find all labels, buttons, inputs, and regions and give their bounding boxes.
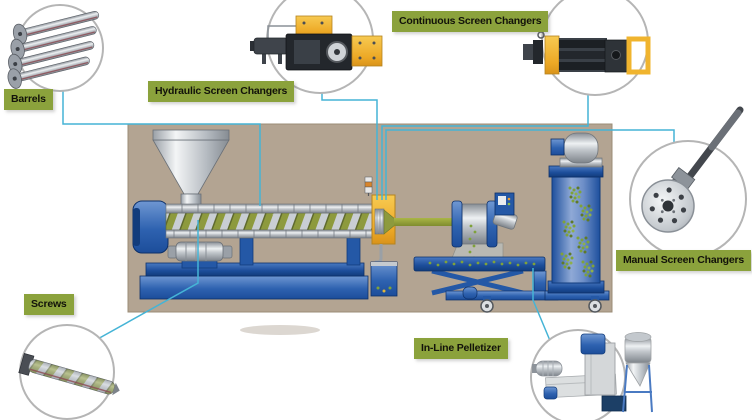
label-continuous[interactable]: Continuous Screen Changers xyxy=(392,11,549,32)
hydraulic-screen-changer-photo xyxy=(250,15,383,71)
barrel-support-leg xyxy=(346,237,361,266)
manual-screen-changer-photo xyxy=(641,106,744,233)
pelletizer-cutter xyxy=(451,192,518,260)
tank-motor xyxy=(563,132,599,164)
hydraulic-connector xyxy=(321,93,378,200)
cyclone xyxy=(622,332,653,413)
screw-inside-barrel xyxy=(165,212,375,231)
label-manual[interactable]: Manual Screen Changers xyxy=(616,250,752,271)
barrels-connector xyxy=(62,91,261,206)
gear-reducer xyxy=(167,241,233,269)
panel-shadow xyxy=(240,325,320,335)
label-hydraulic[interactable]: Hydraulic Screen Changers xyxy=(148,81,295,102)
melt-strand xyxy=(394,218,456,226)
drive-motor xyxy=(132,200,169,254)
conveyor-table xyxy=(413,256,559,313)
label-pelletizer[interactable]: In-Line Pelletizer xyxy=(414,338,508,359)
die-block xyxy=(371,194,396,245)
pressure-sensor xyxy=(364,176,373,196)
label-barrels[interactable]: Barrels xyxy=(4,89,53,110)
pellets-on-table xyxy=(428,260,536,267)
barrels-photo xyxy=(7,11,100,89)
extruder-base xyxy=(139,262,369,300)
screws-photo xyxy=(18,352,120,396)
label-screws[interactable]: Screws xyxy=(24,294,74,315)
barrel-support-leg xyxy=(239,237,254,266)
extruder-barrel xyxy=(165,203,375,239)
in-line-pelletizer-photo xyxy=(532,332,653,413)
downpipe-container xyxy=(370,244,398,297)
pellet-tank xyxy=(544,132,610,313)
screws-connector xyxy=(77,220,199,351)
continuous-connector xyxy=(381,95,589,200)
continuous-screen-changer-photo xyxy=(523,31,651,75)
control-box xyxy=(494,192,515,216)
pelletizer-connector xyxy=(532,268,552,344)
extruder-machine xyxy=(132,129,398,300)
